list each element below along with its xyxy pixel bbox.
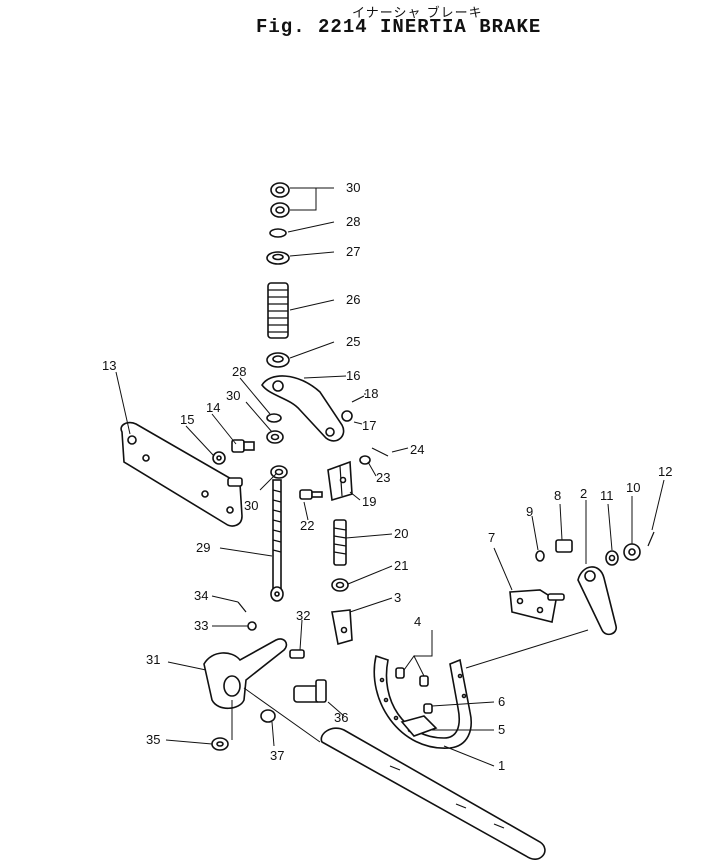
callout-8: 8	[554, 488, 561, 503]
callout-23: 23	[376, 470, 390, 485]
title-block: イナーシャ ブレーキ Fig. 2214 INERTIA BRAKE	[0, 0, 728, 44]
washer-33	[247, 621, 257, 631]
callout-11: 11	[600, 488, 614, 503]
split-pin-lower	[371, 447, 389, 457]
callout-27: 27	[346, 244, 360, 259]
callout-28-mid: 28	[232, 364, 246, 379]
title-japanese: イナーシャ ブレーキ	[352, 6, 483, 21]
rod-end	[331, 609, 353, 646]
washer-37	[260, 709, 276, 723]
band-bolt-a	[395, 667, 405, 679]
callout-10: 10	[626, 480, 640, 495]
bolt-right	[555, 539, 573, 553]
bolt-lower	[293, 679, 327, 703]
nut-second	[270, 202, 290, 218]
callout-24: 24	[410, 442, 424, 457]
split-pin-upper	[351, 395, 365, 403]
lower-lever	[203, 638, 288, 710]
callout-20: 20	[394, 526, 408, 541]
callout-30-top: 30	[346, 180, 360, 195]
right-bracket	[509, 589, 557, 623]
callout-18: 18	[364, 386, 378, 401]
washer-right-upper	[341, 410, 353, 422]
callout-15: 15	[180, 412, 194, 427]
bolt-on-bracket	[227, 477, 243, 487]
nut-stud	[331, 578, 349, 592]
callout-5: 5	[498, 722, 505, 737]
clevis	[327, 460, 353, 502]
callout-25: 25	[346, 334, 360, 349]
band-clip	[400, 715, 438, 737]
callout-2: 2	[580, 486, 587, 501]
washer-right-9	[535, 550, 545, 562]
spring-seat	[266, 352, 290, 368]
callout-21: 21	[394, 558, 408, 573]
split-pin-34	[237, 601, 247, 613]
callout-33: 33	[194, 618, 208, 633]
washer-clevis	[359, 455, 371, 465]
callout-22: 22	[300, 518, 314, 533]
callout-34: 34	[194, 588, 208, 603]
pin-clevis	[299, 489, 323, 500]
washer-right-11	[605, 550, 619, 566]
callout-1: 1	[498, 758, 505, 773]
callout-19: 19	[362, 494, 376, 509]
bolt-left	[231, 439, 255, 453]
callout-26: 26	[346, 292, 360, 307]
nut-under-lever	[266, 430, 284, 444]
coil-spring	[267, 282, 289, 339]
callout-30-low: 30	[244, 498, 258, 513]
threaded-rod	[270, 479, 284, 602]
callout-3: 3	[394, 590, 401, 605]
callout-9: 9	[526, 504, 533, 519]
washer-left	[212, 451, 226, 465]
callout-29: 29	[196, 540, 210, 555]
washer-small	[269, 228, 287, 238]
lever-arm	[261, 375, 345, 442]
callout-32: 32	[296, 608, 310, 623]
callout-30-mid: 30	[226, 388, 240, 403]
washer-35	[211, 737, 229, 751]
callout-4: 4	[414, 614, 421, 629]
callout-35: 35	[146, 732, 160, 747]
washer-under-lever	[266, 413, 282, 423]
callout-17: 17	[362, 418, 376, 433]
leader-lines	[115, 187, 665, 767]
callout-36: 36	[334, 710, 348, 725]
nut-right-10	[623, 543, 641, 561]
callout-31: 31	[146, 652, 160, 667]
callout-6: 6	[498, 694, 505, 709]
figure-title: Fig. 2214 INERTIA BRAKE	[256, 16, 542, 38]
band-bolt-6	[423, 703, 433, 714]
split-pin-right	[647, 531, 655, 547]
callout-12: 12	[658, 464, 672, 479]
bracket-plate	[120, 421, 243, 527]
washer-large	[266, 251, 290, 265]
callout-13: 13	[102, 358, 116, 373]
nut-top	[270, 182, 290, 198]
main-shaft	[320, 727, 546, 860]
band-bolt-b	[419, 675, 429, 687]
callout-14: 14	[206, 400, 220, 415]
callout-7: 7	[488, 530, 495, 545]
brake-band	[373, 654, 472, 749]
right-shaft-pin	[547, 593, 565, 601]
callout-labels: 30 28 27 26 25 13 28 30 16 18 15 14 30 1…	[102, 180, 672, 773]
callout-16: 16	[346, 368, 360, 383]
pin-lower	[289, 649, 305, 659]
threaded-stud	[333, 519, 347, 566]
right-arm	[577, 566, 617, 636]
callout-28-top: 28	[346, 214, 360, 229]
callout-37: 37	[270, 748, 284, 763]
